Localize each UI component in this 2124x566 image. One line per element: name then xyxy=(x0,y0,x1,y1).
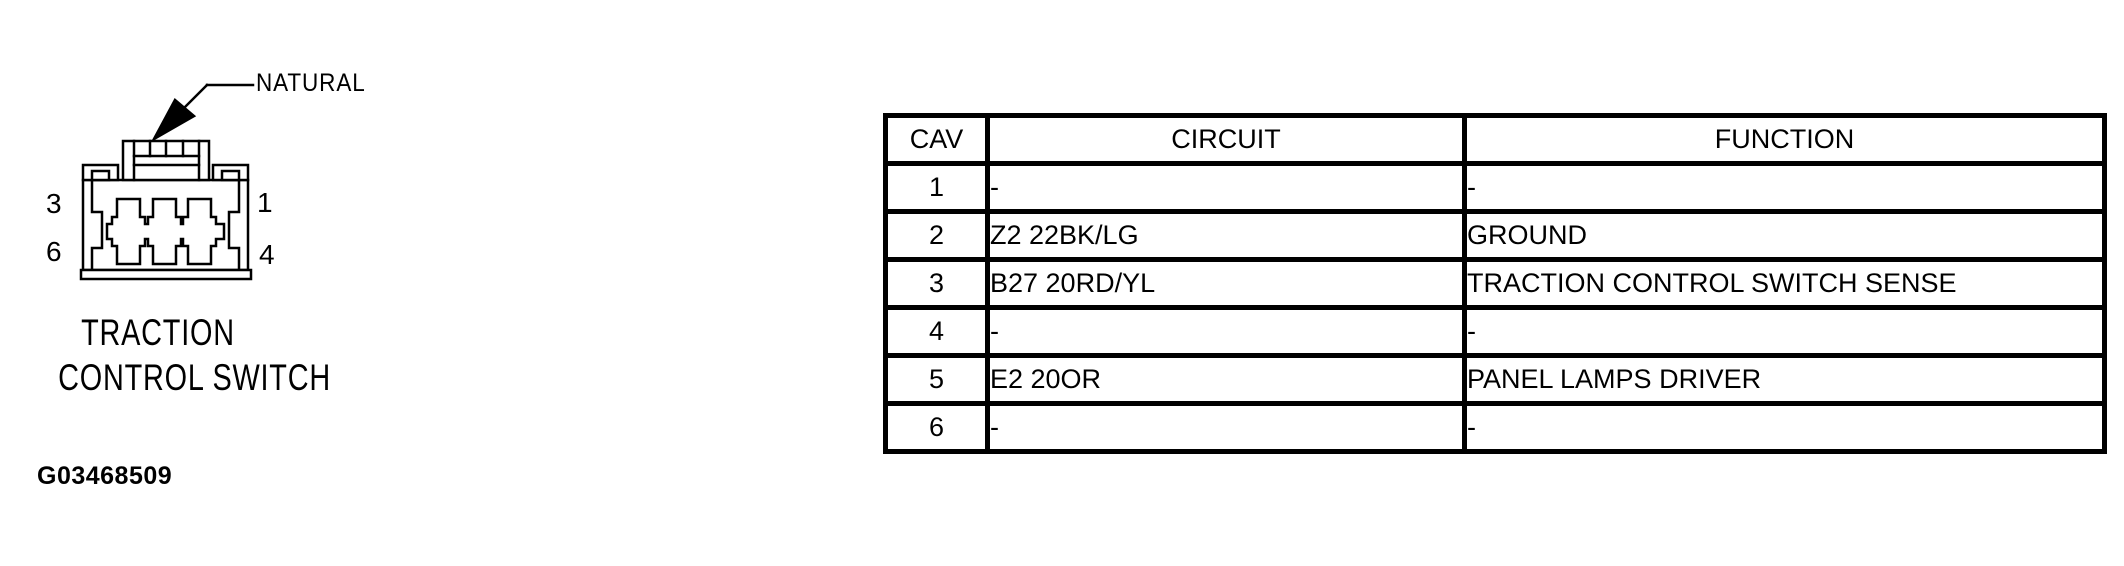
pinout-table: CAV CIRCUIT FUNCTION 1 - - 2 Z2 22BK/LG … xyxy=(883,113,2107,454)
function-cell: GROUND xyxy=(1462,209,2107,262)
circuit-cell: - xyxy=(985,401,1467,454)
table-row: 4 - - xyxy=(883,305,2107,358)
circuit-cell: - xyxy=(985,305,1467,358)
pin-label-4: 4 xyxy=(259,239,275,270)
connector-ear-right-notch xyxy=(220,169,241,182)
table-header-row: CAV CIRCUIT FUNCTION xyxy=(883,113,2107,166)
table-row: 3 B27 20RD/YL TRACTION CONTROL SWITCH SE… xyxy=(883,257,2107,310)
connector-caption-line1: TRACTION xyxy=(81,312,235,353)
circuit-cell: E2 20OR xyxy=(985,353,1467,406)
connector-caption-line2: CONTROL SWITCH xyxy=(58,357,331,398)
header-function: FUNCTION xyxy=(1462,113,2107,166)
leader-line-diagonal xyxy=(182,83,209,110)
cav-cell: 4 xyxy=(883,305,990,358)
pin-label-1: 1 xyxy=(257,187,273,218)
cav-cell: 3 xyxy=(883,257,990,310)
pin-label-6: 6 xyxy=(46,236,62,267)
circuit-cell: - xyxy=(985,161,1467,214)
cav-cell: 2 xyxy=(883,209,990,262)
figure-id: G03468509 xyxy=(37,462,173,490)
table-row: 1 - - xyxy=(883,161,2107,214)
table-row: 5 E2 20OR PANEL LAMPS DRIVER xyxy=(883,353,2107,406)
connector-caption: TRACTION CONTROL SWITCH xyxy=(58,310,331,400)
table-row: 2 Z2 22BK/LG GROUND xyxy=(883,209,2107,262)
terminal-cavities xyxy=(105,197,226,266)
cav-cell: 1 xyxy=(883,161,990,214)
leader-arrow-icon xyxy=(150,98,197,143)
cav-cell: 6 xyxy=(883,401,990,454)
table-row: 6 - - xyxy=(883,401,2107,454)
function-cell: - xyxy=(1462,305,2107,358)
function-cell: TRACTION CONTROL SWITCH SENSE xyxy=(1462,257,2107,310)
connector-bottom-flange xyxy=(79,268,253,281)
function-cell: - xyxy=(1462,161,2107,214)
header-cav: CAV xyxy=(883,113,990,166)
cavity-wall-left xyxy=(90,179,104,271)
circuit-cell: Z2 22BK/LG xyxy=(985,209,1467,262)
connector-color-label: NATURAL xyxy=(256,69,366,97)
function-cell: PANEL LAMPS DRIVER xyxy=(1462,353,2107,406)
pin-label-3: 3 xyxy=(46,188,62,219)
connector-diagram xyxy=(79,83,255,281)
connector-ear-left-notch xyxy=(90,169,111,182)
cav-cell: 5 xyxy=(883,353,990,406)
header-circuit: CIRCUIT xyxy=(985,113,1467,166)
function-cell: - xyxy=(1462,401,2107,454)
circuit-cell: B27 20RD/YL xyxy=(985,257,1467,310)
cavity-wall-right xyxy=(227,179,241,271)
